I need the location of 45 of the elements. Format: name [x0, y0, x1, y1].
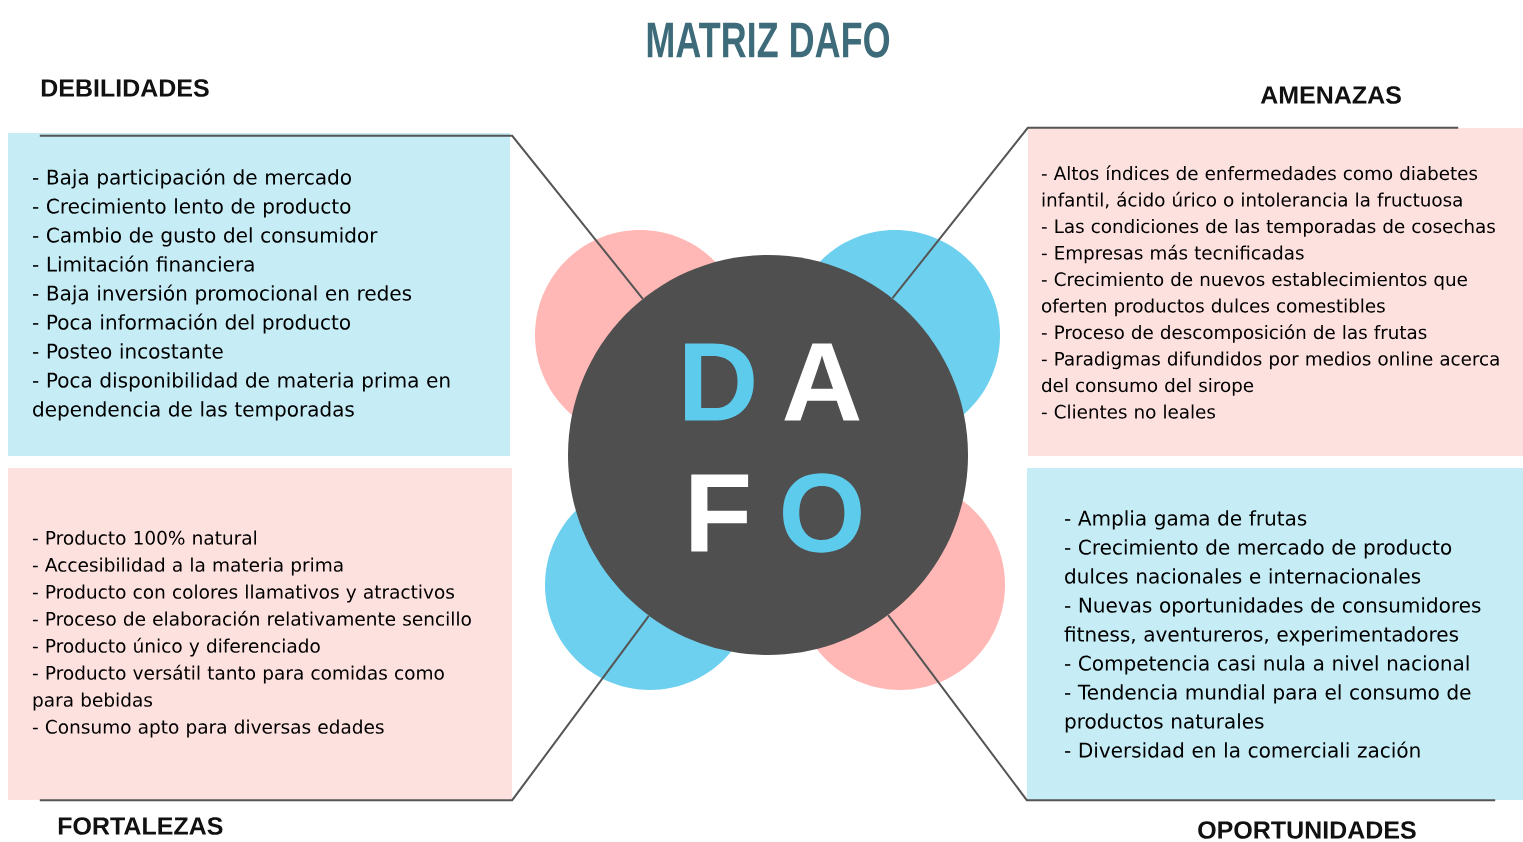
text-box: - Amplia gama de frutas - Crecimiento de mercado de producto dulces nacionales e internacionales - Nuevas oportunidades de consumidores fitness, aventureros, experimentadores - Competencia casi nula a nivel nacional - Tendencia mundial para el consumo de productos naturales - Diversidad en la comerciali zación	[1027, 468, 1523, 800]
node-label: - Paradigmas difundidos por medios online acerca del consumo del sirope	[1041, 351, 1499, 396]
connector-line	[887, 614, 1497, 802]
node-label: - Las condiciones de las temporadas de cosechas	[1041, 219, 1495, 237]
node-label: - Producto único y diferenciado	[32, 637, 320, 657]
text-box: - Baja participación de mercado - Crecimiento lento de producto - Cambio de gusto del consumidor - Limitación financiera - Baja inversión promocional en redes - Poca información del producto - Posteo incostante - Poca disponibilidad de materia prima en dependencia de las temporadas	[8, 133, 510, 456]
node-label: - Producto versátil tanto para comidas como para bebidas	[32, 664, 444, 711]
node-label: - Diversidad en la comerciali zación	[1064, 741, 1420, 758]
node-label: - Consumo apto para diversas edades	[32, 719, 384, 738]
connector-line	[38, 614, 650, 802]
node-label: - Baja participación de mercado	[32, 168, 351, 189]
node-label: - Tendencia mundial para el consumo de productos naturales	[1064, 684, 1471, 733]
node-label: - Poca información del producto	[32, 313, 350, 334]
node-label: - Crecimiento de mercado de producto dulces nacionales e internacionales	[1064, 539, 1452, 584]
node-label: - Producto con colores llamativos y atractivos	[32, 584, 455, 603]
node-label: - Crecimiento de nuevos establecimientos que oferten productos dulces comestibles	[1041, 272, 1467, 317]
node-label: - Limitación financiera	[32, 255, 254, 272]
letter: D	[685, 343, 754, 421]
connector-line	[891, 126, 1460, 300]
node-label: - Baja inversión promocional en redes	[32, 284, 412, 305]
node-label: - Amplia gama de frutas	[1064, 510, 1307, 530]
text-box: - Altos índices de enfermedades como diabetes infantil, ácido úrico o intolerancia la fructuosa - Las condiciones de las temporadas de cosechas - Empresas más tecnificadas - Crecimiento de nuevos establecimientos que oferten productos dulces comestibles - Proceso de descomposición de las frutas - Paradigmas difundidos por medios online acerca del consumo del sirope - Clientes no leales	[1028, 128, 1523, 456]
node-label: - Producto 100% natural	[32, 530, 257, 545]
node-label: - Altos índices de enfermedades como diabetes infantil, ácido úrico o intolerancia la fructuosa	[1041, 165, 1478, 209]
text-box: - Producto 100% natural - Accesibilidad a la materia prima - Producto con colores llamativos y atractivos - Proceso de elaboración relativamente sencillo - Producto único y diferenciado - Producto versátil tanto para comidas como para bebidas - Consumo apto para diversas edades	[8, 468, 512, 800]
connector-line	[38, 134, 644, 300]
node-label: - Competencia casi nula a nivel nacional	[1064, 655, 1469, 675]
node-label: - Empresas más tecnificadas	[1041, 244, 1304, 264]
node-label: - Cambio de gusto del consumidor	[32, 227, 378, 247]
letter: A	[784, 343, 860, 421]
node-label: - Clientes no leales	[1041, 404, 1216, 419]
node-label: - Proceso de elaboración relativamente sencillo	[32, 610, 471, 626]
heading: AMENAZAS	[1260, 86, 1401, 104]
letter: O	[783, 473, 861, 553]
node-label: - Posteo incostante	[32, 343, 223, 359]
node-label: - Poca disponibilidad de materia prima en dependencia de las temporadas	[32, 372, 450, 421]
node-label: - Nuevas oportunidades de consumidores fitness, aventureros, experimentadores	[1064, 597, 1481, 646]
heading: DEBILIDADES	[41, 79, 209, 97]
letter: F	[691, 474, 749, 552]
heading: OPORTUNIDADES	[1198, 821, 1416, 839]
node-label: - Crecimiento lento de producto	[32, 198, 351, 218]
node-label: - Proceso de descomposición de las frutas	[1041, 324, 1427, 343]
node-label: - Accesibilidad a la materia prima	[32, 557, 343, 576]
title: MATRIZ DAFO	[647, 22, 890, 58]
heading: FORTALEZAS	[58, 817, 223, 835]
